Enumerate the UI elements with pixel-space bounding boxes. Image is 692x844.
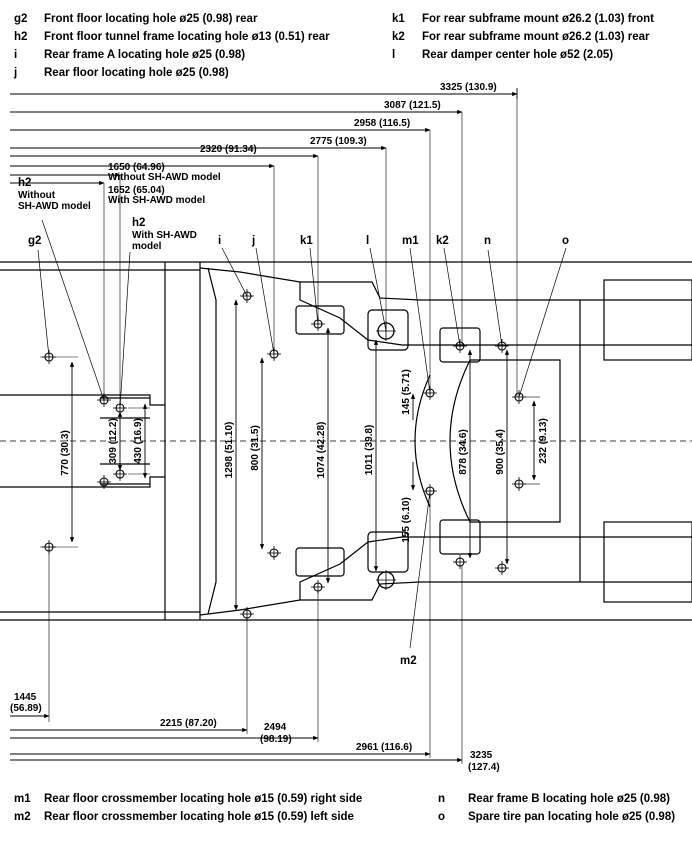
dim-145: 145 (5.71): [401, 369, 412, 415]
label-m2: m2: [400, 655, 417, 667]
dim-2958: 2958 (116.5): [354, 118, 410, 129]
legend-text: For rear subframe mount ø26.2 (1.03) rea…: [422, 31, 650, 43]
dim-2215: 2215 (87.20): [160, 718, 217, 729]
legend-text: Front floor locating hole ø25 (0.98) rea…: [44, 13, 258, 25]
legend-text: Spare tire pan locating hole ø25 (0.98): [468, 811, 676, 823]
legend-item-n: n Rear frame B locating hole ø25 (0.98): [438, 790, 675, 808]
dim-155: 155 (6.10): [401, 497, 412, 543]
legend-code: j: [14, 67, 18, 79]
dim-878: 878 (34.6): [458, 429, 469, 475]
label-h2-without-line1: Without: [18, 190, 56, 201]
dim-2494-inch: (98.19): [260, 734, 292, 745]
legend-item-g2: g2 Front floor locating hole ø25 (0.98) r…: [14, 10, 330, 28]
dim-800: 800 (31.5): [250, 425, 261, 471]
label-h2-with-line1: With SH-AWD: [132, 230, 197, 241]
label-k1: k1: [300, 235, 313, 247]
legend-code: g2: [14, 13, 28, 25]
legend-item-h2: h2 Front floor tunnel frame locating hole…: [14, 28, 330, 46]
label-i: i: [218, 235, 221, 247]
legend-item-o: o Spare tire pan locating hole ø25 (0.98): [438, 808, 675, 826]
label-g2: g2: [28, 235, 41, 247]
label-m1: m1: [402, 235, 419, 247]
dim-1652-value: 1652 (65.04): [108, 185, 165, 196]
dim-430: 430 (16.9): [133, 418, 144, 464]
legend-text: Rear floor crossmember locating hole ø15…: [44, 793, 363, 805]
label-o: o: [562, 235, 569, 247]
legend-text: For rear subframe mount ø26.2 (1.03) fro…: [422, 13, 654, 25]
dim-1650-note: Without SH-AWD model: [108, 172, 221, 183]
legend-item-j: j Rear floor locating hole ø25 (0.98): [14, 64, 330, 82]
label-l: l: [366, 235, 369, 247]
label-h2-with-line2: model: [132, 241, 162, 252]
label-h2-with: h2: [132, 217, 145, 229]
dim-3087: 3087 (121.5): [384, 100, 441, 111]
dim-2961: 2961 (116.6): [356, 742, 412, 753]
dim-232: 232 (9.13): [538, 418, 549, 464]
legend-text: Rear frame A locating hole ø25 (0.98): [44, 49, 246, 61]
legend-code: k1: [392, 13, 405, 25]
legend-top-left: g2 Front floor locating hole ø25 (0.98) r…: [14, 10, 330, 82]
label-h2-without: h2: [18, 177, 31, 189]
dim-3325: 3325 (130.9): [440, 82, 497, 93]
legend-code: o: [438, 811, 446, 823]
legend-top-right: k1 For rear subframe mount ø26.2 (1.03) f…: [392, 10, 654, 64]
dim-309: 309 (12.2): [108, 418, 119, 464]
legend-bottom-right: n Rear frame B locating hole ø25 (0.98) o…: [438, 790, 675, 826]
legend-code: m2: [14, 811, 31, 823]
dim-770: 770 (30.3): [60, 430, 71, 476]
dim-900: 900 (35.4): [495, 429, 506, 475]
top-dimensions: [10, 88, 518, 408]
hole-k2-lower: [452, 554, 468, 570]
legend-item-k2: k2 For rear subframe mount ø26.2 (1.03) r…: [392, 28, 654, 46]
legend-item-l: l Rear damper center hole ø52 (2.05): [392, 46, 654, 64]
legend-code: i: [14, 49, 18, 61]
vertical-dimensions: [40, 299, 540, 611]
dim-2320: 2320 (91.34): [200, 144, 257, 155]
dim-1652-note: With SH-AWD model: [108, 195, 205, 206]
dim-3235-inch: (127.4): [468, 762, 500, 773]
body-frame-outline: [0, 261, 692, 621]
legend-code: k2: [392, 31, 405, 43]
dim-1011: 1011 (39.8): [364, 425, 375, 476]
legend-text: Rear damper center hole ø52 (2.05): [422, 49, 614, 61]
bottom-dimensions: [10, 495, 463, 764]
legend-item-i: i Rear frame A locating hole ø25 (0.98): [14, 46, 330, 64]
label-n: n: [484, 235, 491, 247]
legend-item-k1: k1 For rear subframe mount ø26.2 (1.03) f…: [392, 10, 654, 28]
leader-lines: [37, 219, 567, 649]
dim-1650-value: 1650 (64.96): [108, 162, 165, 173]
label-h2-without-line2: SH-AWD model: [18, 201, 91, 212]
dim-1298: 1298 (51.10): [224, 422, 235, 479]
label-k2: k2: [436, 235, 449, 247]
legend-text: Rear frame B locating hole ø25 (0.98): [468, 793, 670, 805]
legend-code: l: [392, 49, 396, 61]
dim-1445-inch: (56.89): [10, 703, 42, 714]
dim-2775: 2775 (109.3): [310, 136, 367, 147]
dim-2494-value: 2494: [264, 722, 287, 733]
label-j: j: [251, 235, 255, 247]
hole-o-lower: [511, 476, 527, 492]
legend-code: m1: [14, 793, 31, 805]
hole-l-lower: [376, 570, 396, 590]
legend-item-m2: m2 Rear floor crossmember locating hole ø…: [14, 808, 362, 826]
dim-3235-value: 3235: [470, 750, 493, 761]
legend-code: n: [438, 793, 446, 805]
legend-code: h2: [14, 31, 28, 43]
dim-1074: 1074 (42.28): [316, 422, 327, 479]
legend-text: Front floor tunnel frame locating hole ø…: [44, 31, 330, 43]
legend-item-m1: m1 Rear floor crossmember locating hole ø…: [14, 790, 362, 808]
hole-j-lower: [266, 545, 282, 561]
legend-text: Rear floor crossmember locating hole ø15…: [44, 811, 354, 823]
legend-text: Rear floor locating hole ø25 (0.98): [44, 67, 229, 79]
dim-1445-value: 1445: [14, 692, 37, 703]
